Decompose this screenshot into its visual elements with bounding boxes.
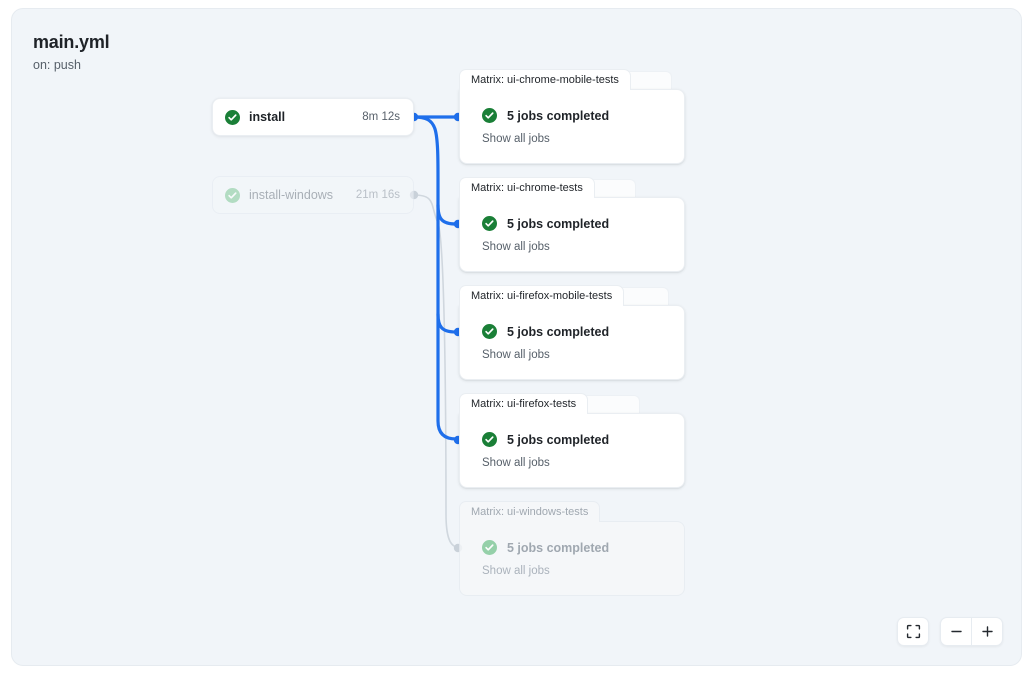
plus-icon [981, 626, 993, 637]
show-all-jobs-link[interactable]: Show all jobs [482, 133, 550, 145]
page-title: main.yml [33, 32, 110, 52]
matrix-tab[interactable]: Matrix: ui-firefox-mobile-tests [459, 285, 625, 306]
matrix-tab-label: Matrix: ui-firefox-tests [471, 397, 577, 410]
show-all-jobs-link[interactable]: Show all jobs [482, 457, 550, 469]
workflow-canvas[interactable]: main.yml on: push install 8m 12s [11, 8, 1022, 666]
matrix-status-row: 5 jobs completed [482, 324, 684, 339]
matrix-tab[interactable]: Matrix: ui-chrome-mobile-tests [459, 69, 631, 90]
check-circle-icon [482, 540, 497, 555]
matrix-tab-ghost [582, 395, 640, 414]
job-duration-label: 21m 16s [355, 189, 400, 201]
matrix-card-body[interactable]: 5 jobs completed Show all jobs [459, 197, 685, 272]
check-circle-icon [225, 109, 240, 125]
workflow-trigger: on: push [33, 58, 81, 72]
matrix-tab-label: Matrix: ui-chrome-mobile-tests [471, 73, 619, 86]
matrix-status-row: 5 jobs completed [482, 108, 684, 123]
fit-view-button[interactable] [898, 617, 928, 646]
matrix-tab[interactable]: Matrix: ui-firefox-tests [459, 393, 589, 414]
job-duration-label: 8m 12s [362, 111, 400, 123]
check-circle-icon [482, 324, 497, 339]
matrix-status-label: 5 jobs completed [507, 432, 610, 447]
show-all-jobs-link[interactable]: Show all jobs [482, 349, 550, 361]
check-circle-icon [225, 187, 240, 203]
check-circle-icon [482, 432, 497, 447]
matrix-card-body[interactable]: 5 jobs completed Show all jobs [459, 413, 685, 488]
fit-view-icon [906, 624, 920, 639]
matrix-status-row: 5 jobs completed [482, 216, 684, 231]
canvas-controls[interactable] [897, 617, 1003, 646]
matrix-tab-label: Matrix: ui-chrome-tests [471, 181, 583, 194]
minus-icon [950, 630, 962, 633]
zoom-out-button[interactable] [941, 617, 971, 646]
matrix-card-body[interactable]: 5 jobs completed Show all jobs [459, 89, 685, 164]
matrix-status-row: 5 jobs completed [482, 432, 684, 447]
control-divider [971, 617, 972, 646]
matrix-status-label: 5 jobs completed [507, 540, 610, 555]
job-name-label: install-windows [249, 188, 334, 202]
workflow-header: main.yml on: push [33, 31, 110, 73]
zoom-in-button[interactable] [972, 617, 1002, 646]
edge-install-windows-to-ui-windows-tests [413, 194, 459, 548]
matrix-status-label: 5 jobs completed [507, 108, 610, 123]
matrix-card-body[interactable]: 5 jobs completed Show all jobs [459, 521, 685, 596]
matrix-status-label: 5 jobs completed [507, 216, 610, 231]
job-node-install-windows[interactable]: install-windows 21m 16s [212, 176, 414, 214]
matrix-tab[interactable]: Matrix: ui-windows-tests [459, 501, 601, 522]
matrix-tab[interactable]: Matrix: ui-chrome-tests [459, 177, 595, 198]
matrix-status-label: 5 jobs completed [507, 324, 610, 339]
fit-view-control[interactable] [897, 617, 929, 646]
check-circle-icon [482, 216, 497, 231]
edge-install-to-ui-firefox-mobile-tests [436, 312, 458, 334]
matrix-tab-label: Matrix: ui-windows-tests [471, 505, 589, 518]
zoom-control-group[interactable] [940, 617, 1003, 646]
show-all-jobs-link[interactable]: Show all jobs [482, 565, 550, 577]
matrix-tab-label: Matrix: ui-firefox-mobile-tests [471, 289, 613, 302]
check-circle-icon [482, 108, 497, 123]
job-name-label: install [249, 110, 286, 124]
show-all-jobs-link[interactable]: Show all jobs [482, 241, 550, 253]
matrix-status-row: 5 jobs completed [482, 540, 684, 555]
job-node-install[interactable]: install 8m 12s [212, 98, 414, 136]
edge-install-to-ui-chrome-tests [436, 203, 458, 226]
matrix-card-body[interactable]: 5 jobs completed Show all jobs [459, 305, 685, 380]
edge-install-trunk [412, 115, 458, 441]
